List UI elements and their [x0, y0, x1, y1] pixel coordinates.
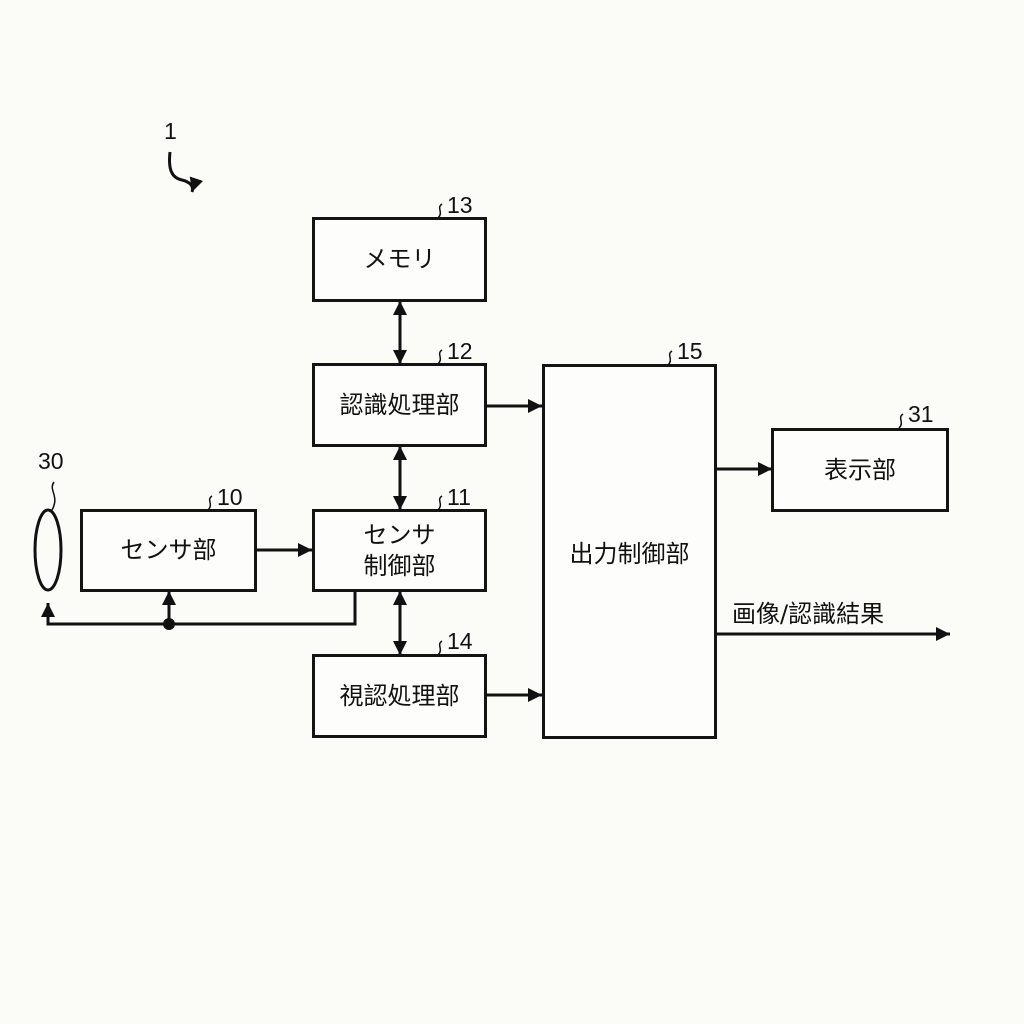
recognition-processing-block: 認識処理部: [312, 363, 487, 447]
ref-13: 13: [447, 192, 473, 218]
leader-30: [51, 481, 56, 511]
memory-label: メモリ: [363, 245, 436, 273]
ref-30: 30: [38, 448, 64, 474]
leader-15: [667, 350, 673, 366]
system-ref-arrow: [168, 151, 204, 193]
sensor-control-label: センサ 制御部: [363, 520, 436, 580]
ref-14: 14: [447, 628, 473, 654]
display-label: 表示部: [824, 455, 896, 484]
ref-11: 11: [447, 484, 471, 510]
system-ref-number: 1: [164, 118, 177, 144]
ref-10: 10: [217, 484, 243, 510]
junction-dot: [163, 618, 175, 630]
ref-12: 12: [447, 338, 473, 364]
display-block: 表示部: [771, 428, 949, 512]
leader-14: [437, 640, 443, 656]
memory-block: メモリ: [312, 217, 487, 302]
leader-31: [898, 413, 904, 429]
feedback-line: [41, 591, 357, 626]
leader-11: [437, 495, 443, 511]
output-control-label: 出力制御部: [569, 540, 690, 568]
ref-31: 31: [908, 401, 934, 427]
sensor-control-block: センサ 制御部: [312, 509, 487, 592]
sensor-label: センサ部: [120, 536, 217, 564]
recognition-processing-label: 認識処理部: [339, 390, 460, 419]
visual-processing-block: 視認処理部: [312, 654, 487, 738]
sensor-block: センサ部: [80, 509, 257, 592]
leader-13: [437, 203, 443, 219]
ref-15: 15: [677, 338, 703, 364]
visual-processing-label: 視認処理部: [339, 681, 460, 710]
leader-12: [437, 349, 443, 365]
leader-10: [207, 495, 213, 511]
lens-30: [33, 508, 63, 592]
output-control-block: 出力制御部: [542, 364, 717, 739]
output-label: 画像/認識結果: [732, 600, 885, 628]
